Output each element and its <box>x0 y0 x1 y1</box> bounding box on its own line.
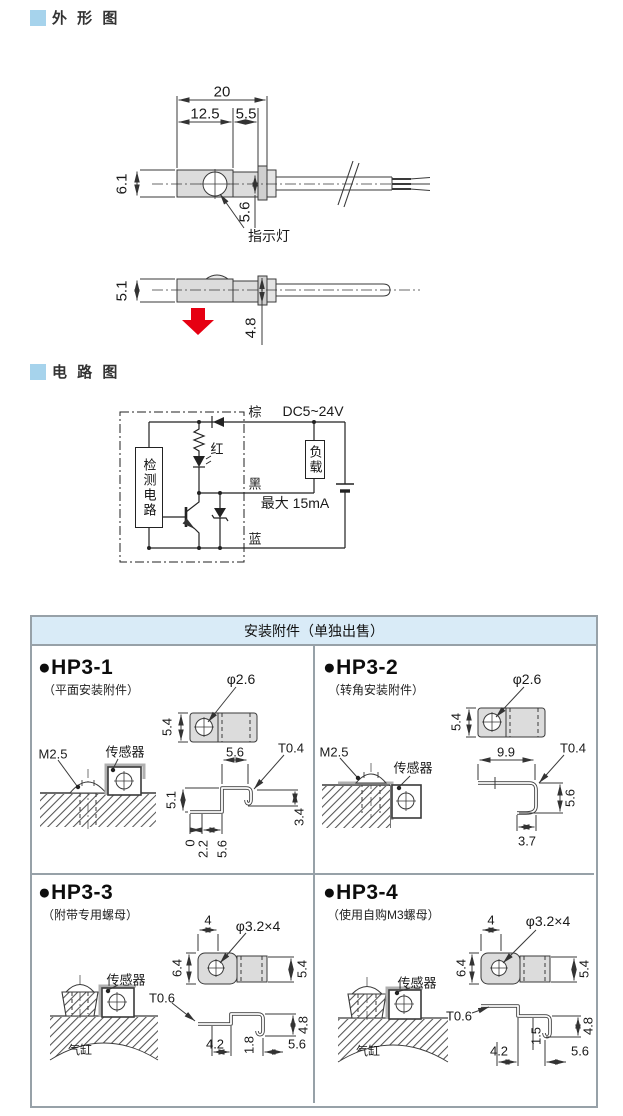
load-box: 负载 <box>305 440 325 479</box>
hp34-base-width: 4.2 <box>489 1043 509 1059</box>
hp31-plate-height: 5.4 <box>159 717 175 737</box>
hp32-sensor-label: 传感器 <box>393 760 433 776</box>
hp32-title: ●HP3-2 <box>323 656 399 679</box>
hp34-tab-width: 4 <box>487 912 495 928</box>
hp33-sensor-label: 传感器 <box>106 972 146 988</box>
hp34-subtitle: （使用自购M3螺母） <box>327 908 440 922</box>
hp33-thickness: T0.6 <box>148 990 176 1006</box>
hp33-step-height: 1.8 <box>241 1035 257 1055</box>
dim-rear-height: 5.6 <box>236 201 254 223</box>
hp31-title: ●HP3-1 <box>38 656 114 679</box>
circuit-section-title: 电 路 图 <box>52 364 121 381</box>
hp33-hole-dia: φ3.2×4 <box>235 918 281 934</box>
hp31-top-width: 5.6 <box>225 744 245 760</box>
hp34-sensor-label: 传感器 <box>397 975 437 991</box>
hp32-top-width: 9.9 <box>496 744 516 760</box>
outline-section-title: 外 形 图 <box>52 10 121 27</box>
hp33-base-width: 4.2 <box>205 1036 225 1052</box>
hp34-step-height: 1.5 <box>528 1026 544 1046</box>
hp32-screw-label: M2.5 <box>319 744 349 760</box>
hp31-hole-dia: φ2.6 <box>226 671 256 687</box>
hp31-side-height: 5.1 <box>163 790 179 810</box>
hp33-subtitle: （附带专用螺母） <box>42 908 139 922</box>
hp34-tab-height: 6.4 <box>453 958 469 978</box>
indicator-lamp-label: 指示灯 <box>248 228 290 244</box>
hp33-tab-height: 6.4 <box>169 958 185 978</box>
hp34-side-height: 4.8 <box>580 1016 596 1036</box>
hp32-side-height: 5.6 <box>562 788 578 808</box>
hp33-cylinder-label: 气缸 <box>67 1043 93 1057</box>
hp33-top-width: 5.6 <box>287 1036 307 1052</box>
hp33-plate-height: 5.4 <box>294 959 310 979</box>
hp31-ordinate-2: 5.6 <box>214 839 230 859</box>
hp33-tab-width: 4 <box>204 912 212 928</box>
supply-voltage-label: DC5~24V <box>282 403 344 419</box>
hp31-sensor-label: 传感器 <box>105 744 145 760</box>
dim-rear-width: 5.5 <box>235 105 257 123</box>
sensing-direction-arrow <box>182 308 214 335</box>
max-current-label: 最大 15mA <box>260 495 330 511</box>
hp34-cylinder-label: 气缸 <box>355 1044 381 1058</box>
outline-top-view-drawing <box>134 96 431 229</box>
hp33-title: ●HP3-3 <box>38 881 114 904</box>
section-marker-icon <box>30 10 46 26</box>
hp31-subtitle: （平面安装附件） <box>43 683 140 697</box>
wire-brown-label: 棕 <box>248 404 262 420</box>
hp31-ordinate-1: 2.2 <box>195 839 211 859</box>
hp34-top-width: 5.6 <box>570 1043 590 1059</box>
hp31-screw-label: M2.5 <box>38 746 68 762</box>
hp32-hole-dia: φ2.6 <box>512 671 542 687</box>
hp32-plate-height: 5.4 <box>448 712 464 732</box>
dim-front-width: 12.5 <box>190 105 220 123</box>
hp32-subtitle: （转角安装附件） <box>328 683 425 697</box>
hp32-lip-width: 3.7 <box>517 833 537 849</box>
detector-circuit-box: 检测电路 <box>135 447 163 528</box>
accessories-table-header: 安装附件（单独出售） <box>32 617 596 646</box>
hp34-thickness: T0.6 <box>445 1008 473 1024</box>
dim-body-height: 6.1 <box>113 173 131 195</box>
hp34-title: ●HP3-4 <box>323 881 399 904</box>
table-row-divider <box>32 873 594 875</box>
hp31-lip-height: 3.4 <box>291 807 307 827</box>
hp31-thickness: T0.4 <box>277 740 305 756</box>
accessories-header-label: 安装附件（单独出售） <box>244 622 384 639</box>
hp33-side-height: 4.8 <box>295 1015 311 1035</box>
dim-collar-height: 4.8 <box>242 317 260 339</box>
led-red-label: 红 <box>210 441 224 457</box>
hp32-thickness: T0.4 <box>559 740 587 756</box>
wire-blue-label: 蓝 <box>248 531 262 547</box>
section-marker-icon <box>30 364 46 380</box>
wire-black-label: 黑 <box>248 476 262 492</box>
dim-total-width: 20 <box>213 83 231 101</box>
hp34-plate-height: 5.4 <box>576 959 592 979</box>
dim-side-height: 5.1 <box>113 280 131 302</box>
outline-side-view-drawing <box>134 274 420 345</box>
hp34-hole-dia: φ3.2×4 <box>525 913 571 929</box>
table-column-divider <box>313 646 315 1103</box>
